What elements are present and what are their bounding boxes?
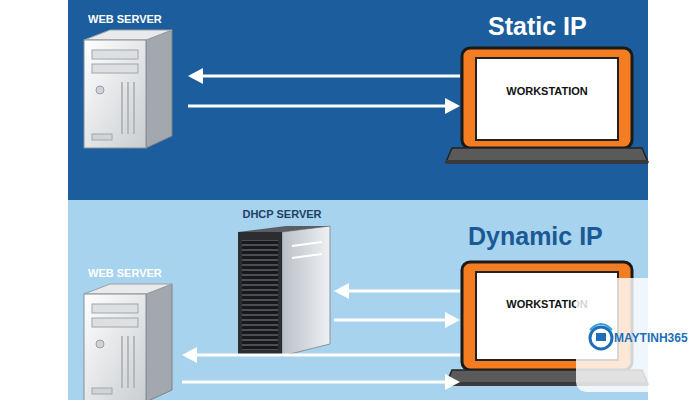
arrow-line xyxy=(346,290,460,293)
laptop-illustration xyxy=(446,48,648,164)
arrow-line xyxy=(188,105,448,108)
workstation-node: WORKSTATION xyxy=(462,48,634,166)
node-title: DHCP SERVER xyxy=(232,208,332,220)
node-title: Dynamic IP xyxy=(468,222,603,251)
node-title: Static IP xyxy=(488,12,587,41)
node-title: WEB SERVER xyxy=(88,13,162,25)
arrow-line xyxy=(194,354,460,357)
watermark-logo xyxy=(590,324,612,349)
web-server-node: WEB SERVER xyxy=(82,10,186,150)
dynamic-panel: Dynamic IPDHCP SERVERWEB SERVERWORKSTATI… xyxy=(68,200,648,400)
static-panel: Static IP WEB SERVER WORKSTATION xyxy=(68,0,648,200)
arrow-line xyxy=(200,75,460,78)
server-illustration xyxy=(84,30,172,148)
node-title: WORKSTATION xyxy=(462,85,632,97)
server-illustration xyxy=(84,284,172,400)
watermark-text: MAYTINH365 xyxy=(614,331,688,345)
arrow-line xyxy=(334,319,448,322)
web-server-node: WEB SERVER xyxy=(82,264,180,400)
watermark-box xyxy=(576,278,690,392)
node-title: WEB SERVER xyxy=(88,267,162,279)
arrow-line xyxy=(182,381,448,384)
dhcp-server-illustration xyxy=(238,226,330,356)
dhcp-server-node: DHCP SERVER xyxy=(232,206,332,352)
